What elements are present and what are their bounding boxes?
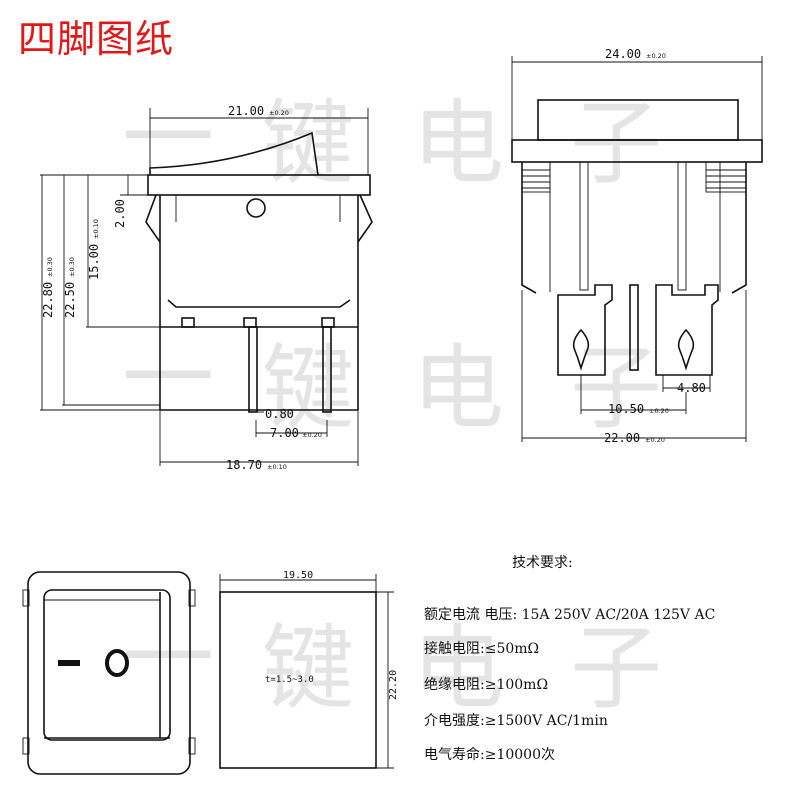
cutout-width: 19.50 bbox=[283, 570, 313, 581]
dim-21-value: 21.00 bbox=[228, 104, 264, 118]
terminal-pin bbox=[248, 326, 258, 413]
watermark-char: 一 bbox=[122, 605, 214, 712]
spec-electrical-life: 电气寿命:≥10000次 bbox=[424, 747, 555, 763]
dim-15-tol: ±0.10 bbox=[92, 219, 100, 239]
watermark-char: 键 bbox=[262, 615, 354, 722]
watermark-char: 电 bbox=[412, 90, 504, 197]
watermark-char: 子 bbox=[570, 615, 662, 722]
terminal-hole bbox=[572, 328, 590, 371]
watermark-char: 子 bbox=[570, 90, 662, 197]
terminal-stub bbox=[243, 317, 257, 328]
front-body-outline bbox=[521, 162, 747, 294]
dim-7-value: 7.00 bbox=[270, 426, 299, 440]
watermark: 一 键 电 子 一 键 电 子 一 键 电 子 bbox=[122, 85, 662, 722]
terminal-hole bbox=[677, 328, 695, 371]
watermark-char: 键 bbox=[262, 90, 354, 197]
dim-7-tol: ±0.20 bbox=[302, 431, 322, 439]
terminal-stub bbox=[321, 317, 335, 328]
spec-contact-resistance: 接触电阻:≤50mΩ bbox=[424, 641, 540, 657]
side-view: 21.00 ±0.20 2.00 15.00 ±0.10 22.50 ±0.30… bbox=[40, 104, 373, 472]
dim-18-70-tol: ±0.10 bbox=[267, 463, 287, 471]
dim-22-50-value: 22.50 bbox=[63, 282, 77, 318]
cutout-outline bbox=[219, 591, 377, 769]
indicator-hole bbox=[246, 198, 266, 218]
right-terminal bbox=[655, 284, 719, 376]
left-terminal bbox=[557, 284, 613, 376]
dim-21-tol: ±0.20 bbox=[269, 109, 289, 117]
left-ribs bbox=[521, 161, 551, 193]
page-title: 四脚图纸 bbox=[18, 17, 175, 61]
front-bezel bbox=[511, 139, 763, 163]
dim-24-value: 24.00 bbox=[605, 47, 641, 61]
outer-frame bbox=[27, 571, 191, 775]
right-clip bbox=[357, 194, 373, 243]
watermark-char: 电 bbox=[412, 615, 504, 722]
right-ribs bbox=[705, 161, 747, 193]
dim-22-50-tol: ±0.30 bbox=[68, 257, 76, 277]
dim-24-tol: ±0.20 bbox=[646, 52, 666, 60]
left-clip bbox=[145, 194, 161, 243]
dim-10-50-tol: ±0.20 bbox=[649, 407, 669, 415]
watermark-char: 一 bbox=[122, 85, 214, 192]
dim-15-value: 15.00 bbox=[87, 244, 101, 280]
front-view: 24.00 ±0.20 4.80 10.50 ±0.20 22.00 ±0.20 bbox=[511, 47, 763, 445]
rocker-face bbox=[43, 589, 171, 741]
internal-post bbox=[579, 161, 589, 291]
terminal-pin bbox=[322, 326, 332, 413]
dim-22-00-tol: ±0.20 bbox=[645, 436, 665, 444]
dim-0-80-value: 0.80 bbox=[265, 407, 294, 421]
dim-18-70-value: 18.70 bbox=[226, 458, 262, 472]
watermark-char: 键 bbox=[262, 335, 354, 442]
body-step bbox=[167, 299, 351, 308]
spec-dielectric-strength: 介电强度:≥1500V AC/1min bbox=[424, 713, 608, 729]
on-symbol-icon bbox=[58, 660, 80, 666]
internal-post bbox=[677, 161, 687, 291]
bezel bbox=[147, 174, 371, 196]
specs-header: 技术要求: bbox=[512, 555, 573, 571]
panel-cutout: 19.50 22.20 t=1.5~3.0 bbox=[219, 570, 399, 769]
top-view bbox=[22, 571, 196, 775]
dim-22-00-value: 22.00 bbox=[604, 431, 640, 445]
dim-2-value: 2.00 bbox=[113, 199, 127, 228]
spec-rated-current: 额定电流 电压: 15A 250V AC/20A 125V AC bbox=[424, 607, 716, 623]
dim-4-80-value: 4.80 bbox=[677, 381, 706, 395]
cutout-height: 22.20 bbox=[388, 670, 399, 700]
watermark-char: 子 bbox=[570, 335, 662, 442]
dim-22-80-value: 22.80 bbox=[41, 282, 55, 318]
watermark-char: 电 bbox=[412, 335, 504, 442]
panel-thickness: t=1.5~3.0 bbox=[265, 675, 314, 685]
dim-22-80-tol: ±0.30 bbox=[46, 257, 54, 277]
off-symbol-icon bbox=[105, 649, 129, 677]
body-outline bbox=[159, 195, 359, 410]
dim-10-50-value: 10.50 bbox=[608, 402, 644, 416]
rocker-actuator bbox=[149, 131, 319, 176]
watermark-char: 一 bbox=[122, 325, 214, 432]
spec-insulation-resistance: 绝缘电阻:≥100mΩ bbox=[424, 677, 549, 693]
terminal-stub bbox=[181, 317, 195, 328]
center-pin bbox=[629, 284, 639, 371]
